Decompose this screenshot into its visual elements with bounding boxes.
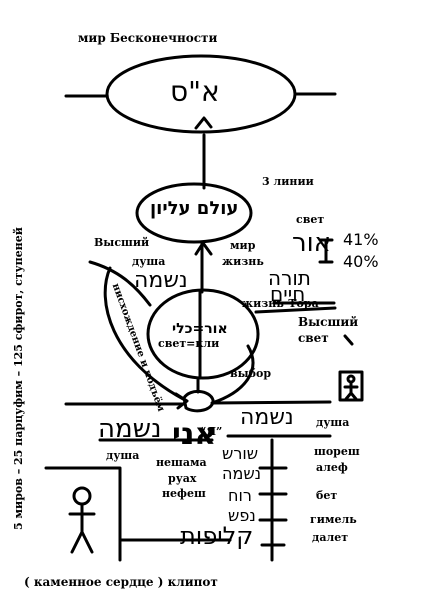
- hebrew-ruach: רוח: [228, 486, 252, 505]
- label-alef: алеф: [316, 461, 348, 474]
- torah-line: [254, 306, 337, 314]
- descent-curve: [103, 266, 187, 402]
- left-descent-line: [88, 260, 152, 307]
- hebrew-nefesh: נפש: [228, 506, 256, 525]
- hebrew-ani: אני: [172, 417, 217, 452]
- descent-arrow: [174, 392, 189, 410]
- hebrew-percent-40: 40%: [343, 252, 379, 271]
- label-light-right: свет: [296, 213, 325, 226]
- ya-right-line: [211, 400, 332, 405]
- upper-world-oval: [135, 182, 253, 244]
- hebrew-neshama-right: נשמה: [240, 405, 294, 430]
- label-light-vessel: свет=кли: [158, 337, 220, 350]
- label-dalet: далет: [312, 531, 349, 544]
- hebrew-shoresh: שורש: [222, 444, 259, 463]
- label-stone-heart: ( каменное сердце ) клипот: [24, 575, 218, 589]
- hebrew-ein-sof: א"ס: [170, 75, 220, 108]
- label-life-torah: жизнь-Тора: [242, 297, 319, 310]
- hebrew-or: אור: [292, 228, 332, 258]
- hebrew-neshama-upper: נשמה: [134, 268, 188, 293]
- label-world-life-1: мир: [230, 239, 256, 252]
- label-higher-light-2: свет: [298, 331, 329, 345]
- arrow-up-top: [194, 116, 213, 130]
- label-gimel: гимель: [310, 513, 357, 526]
- hebrew-percent-41: 41%: [343, 230, 379, 249]
- label-shoresh: шореш: [314, 445, 360, 458]
- label-soul-lower: душа: [106, 449, 140, 462]
- label-three-lines: 3 линии: [262, 175, 314, 188]
- label-world-life-2: жизнь: [222, 255, 264, 268]
- person-box: [44, 466, 122, 562]
- label-higher-light-1: Высший: [298, 315, 359, 329]
- right-curve: [210, 344, 255, 405]
- right-frame: [338, 370, 364, 402]
- hebrew-kelipot: קליפות: [180, 522, 254, 550]
- label-choice: выбор: [230, 367, 272, 380]
- hebrew-chaim: חיים: [270, 282, 306, 306]
- label-soul-upper: душа: [132, 255, 166, 268]
- arrow-up-middle: [194, 241, 213, 256]
- label-ya: “Я”: [200, 425, 223, 438]
- hebrew-kli-equals: אור=כלי: [172, 321, 228, 337]
- label-nefesh: нефеш: [162, 487, 206, 500]
- label-neshama: нешама: [156, 456, 207, 469]
- middle-circle: [146, 288, 260, 380]
- hebrew-neshama-small: נשמה: [222, 464, 262, 483]
- person-legs: [70, 530, 94, 554]
- right-figure-legs: [344, 391, 358, 401]
- label-left-vertical: 5 миров – 25 парцуфим – 125 сфирот, ступ…: [12, 227, 25, 530]
- label-bet: бет: [316, 489, 338, 502]
- label-soul-right: душа: [316, 416, 350, 429]
- higher-light-tick: [343, 334, 354, 346]
- label-world-infinity: мир Бесконечности: [78, 31, 218, 45]
- label-ruach: руах: [168, 472, 197, 485]
- label-higher-left: Высший: [94, 236, 150, 249]
- person-head: [72, 486, 92, 506]
- ya-blob: [182, 390, 215, 413]
- hebrew-olam-elyon: עולם עליון: [150, 198, 239, 219]
- hebrew-torah: תורה: [268, 266, 311, 290]
- hebrew-neshama-lower: נשמה: [98, 414, 162, 444]
